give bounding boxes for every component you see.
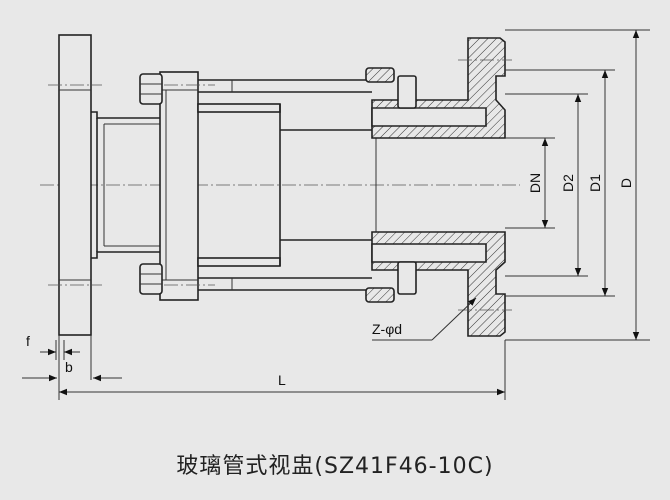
dim-dn-label: DN (527, 173, 543, 193)
dim-l-label: L (278, 372, 286, 388)
left-nut-bottom (139, 263, 163, 295)
bolt-spec-label: Z-φd (372, 321, 402, 337)
right-nut-bottom (365, 261, 417, 303)
bolt-leader (372, 297, 477, 341)
left-flange (48, 34, 102, 336)
left-neck (91, 111, 160, 259)
glass-tube (197, 103, 377, 267)
drawing-caption: 玻璃管式视盅(SZ41F46-10C) (176, 454, 494, 479)
right-nut-top (365, 67, 417, 109)
sight-glass-drawing: DN D2 D1 D Z-φd f b L (22, 29, 650, 400)
dim-d1-label: D1 (587, 174, 603, 192)
dim-f-label: f (26, 333, 30, 349)
dim-d2-label: D2 (560, 174, 576, 192)
right-body-top (371, 37, 506, 139)
extension-lines (58, 29, 650, 400)
dim-f (40, 340, 80, 360)
left-nut-top (139, 73, 163, 105)
tie-rods (198, 79, 372, 291)
dim-b-label: b (65, 359, 73, 375)
dim-d-label: D (618, 178, 634, 188)
